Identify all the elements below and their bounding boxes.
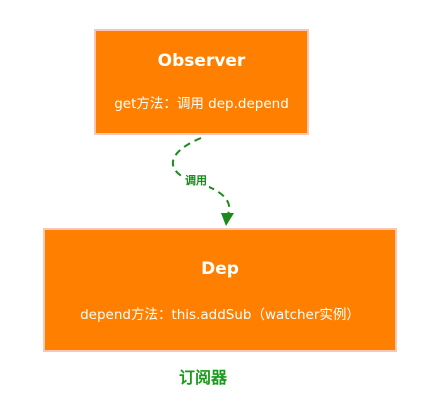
observer-description: get方法：调用 dep.depend [114,96,289,112]
observer-title: Observer [157,51,246,71]
call-connector-label: 调用 [183,172,209,188]
observer-node: Observer get方法：调用 dep.depend [94,29,309,135]
dep-title: Dep [201,259,239,279]
dep-node: Dep depend方法：this.addSub（watcher实例） [43,228,397,352]
diagram-caption: 订阅器 [178,368,227,387]
dep-description: depend方法：this.addSub（watcher实例） [80,307,360,323]
call-connector-arrowhead [221,213,234,226]
